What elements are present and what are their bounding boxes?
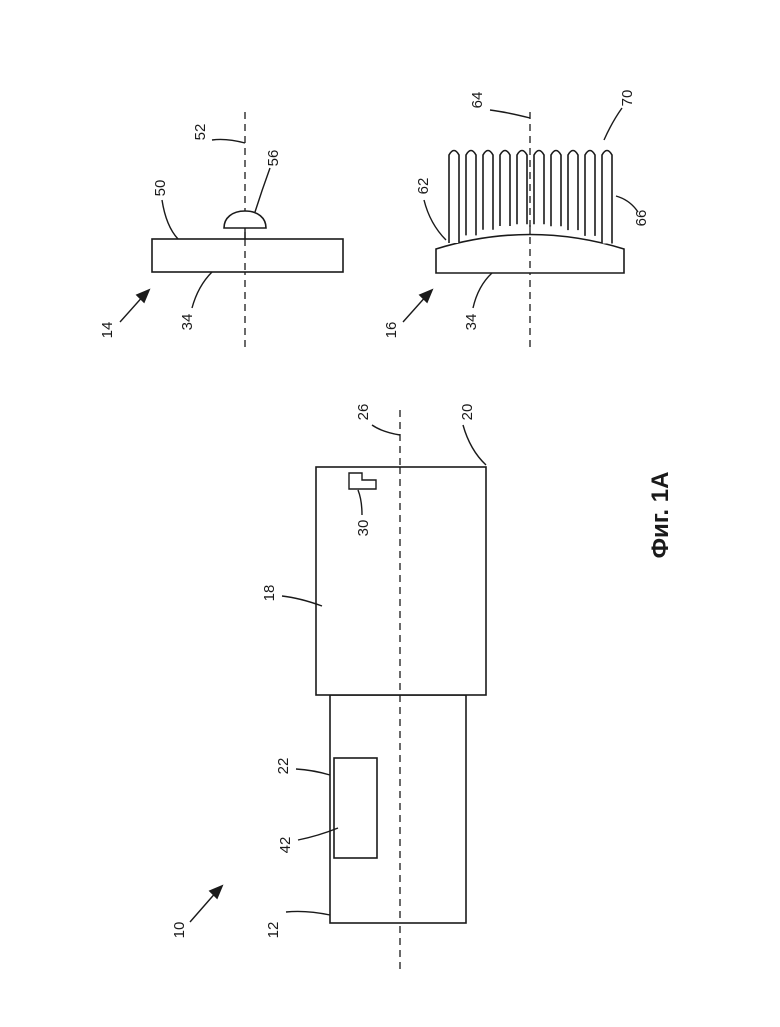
label-62: 62 [415, 178, 432, 195]
label-64: 64 [469, 92, 486, 109]
handle-assembly [316, 410, 486, 970]
attachment-base-50 [152, 239, 343, 272]
bristle [466, 151, 476, 236]
head-body [316, 467, 486, 695]
label-52: 52 [192, 124, 209, 141]
bristle [500, 151, 510, 227]
label-10: 10 [171, 922, 188, 939]
label-12: 12 [265, 922, 282, 939]
bristle [517, 151, 527, 225]
label-18: 18 [261, 585, 278, 602]
label-66: 66 [633, 210, 650, 227]
cap-56 [224, 211, 266, 228]
component-42 [334, 758, 377, 858]
bristle [449, 151, 459, 243]
label-14: 14 [99, 322, 116, 339]
bristle [551, 151, 561, 227]
label-26: 26 [355, 404, 372, 421]
label-16: 16 [383, 322, 400, 339]
figure-caption: Фиг. 1A [647, 472, 674, 559]
bristle [585, 151, 595, 236]
bristle [483, 151, 493, 230]
label-34-upper: 34 [179, 314, 196, 331]
label-22: 22 [275, 758, 292, 775]
bristle [568, 151, 578, 231]
label-30: 30 [355, 520, 372, 537]
label-56: 56 [265, 150, 282, 167]
label-34-lower: 34 [463, 314, 480, 331]
bristle [534, 151, 544, 225]
label-20: 20 [459, 404, 476, 421]
bristle [602, 151, 612, 244]
label-70: 70 [619, 90, 636, 107]
label-50: 50 [152, 180, 169, 197]
label-42: 42 [277, 837, 294, 854]
